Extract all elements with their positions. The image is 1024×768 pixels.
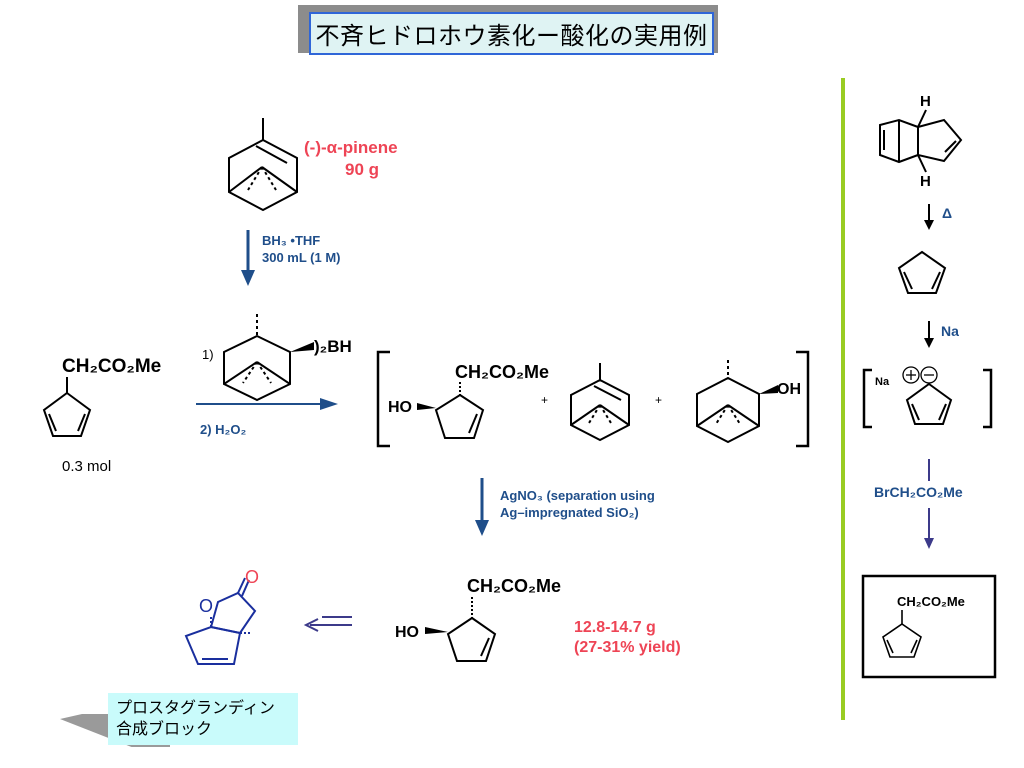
lactone-o-ring: O <box>199 596 213 616</box>
side-final-formula: CH₂CO₂Me <box>897 594 965 609</box>
na-cp-brackets <box>862 368 993 429</box>
label-line2: 合成ブロック <box>116 719 213 738</box>
mixture-plus-2: + <box>655 393 662 407</box>
product-yield: (27-31% yield) <box>574 639 681 656</box>
step3-line1: AgNO₃ (separation using <box>500 488 655 503</box>
pinene-amount: 90 g <box>345 160 379 179</box>
arrow-step1 <box>241 230 255 286</box>
side-na-reagent: Na <box>941 323 959 339</box>
final-product-box <box>861 574 997 679</box>
step3-line2: Ag–impregnated SiO₂) <box>500 505 639 520</box>
prostaglandin-label: プロスタグランディン 合成ブロック <box>108 693 298 745</box>
pinene-structure <box>228 118 298 212</box>
product-structure <box>425 597 497 662</box>
arrow-step2 <box>196 398 338 410</box>
step2-part1-tail: )₂BH <box>314 337 352 356</box>
mixture-plus-1: + <box>541 393 548 407</box>
label-line1: プロスタグランディン <box>116 698 275 717</box>
step1-amount: 300 mL (1 M) <box>262 250 341 265</box>
arrow-step3 <box>475 478 489 536</box>
product-ho: HO <box>395 624 419 641</box>
side-h-top: H <box>920 93 931 110</box>
side-h-bottom: H <box>920 173 931 190</box>
step1-reagent: BH₃ •THF <box>262 233 320 248</box>
mixture-isopinocampheol <box>696 360 778 444</box>
page-title: 不斉ヒドロホウ素化ー酸化の実用例 <box>309 12 714 55</box>
mixture-formula: CH₂CO₂Me <box>455 362 549 382</box>
mixture-ho: HO <box>388 399 412 416</box>
start-cyclopentadiene <box>42 377 92 437</box>
mixture-oh: OH <box>777 381 801 398</box>
mixture-pinene <box>570 363 630 442</box>
dicyclopentadiene-structure <box>879 109 963 173</box>
side-delta: Δ <box>942 205 952 221</box>
lactone-o-carbonyl: O <box>245 567 259 587</box>
step2-part2: 2) H₂O₂ <box>200 422 246 437</box>
pinene-name: (-)-α-pinene <box>304 138 398 157</box>
charge-symbols <box>902 366 938 384</box>
arrow-alkylation-bottom <box>924 508 934 549</box>
arrow-delta <box>924 204 934 230</box>
final-product-structure <box>882 610 922 658</box>
arrow-na <box>924 321 934 348</box>
cyclopentadiene-structure <box>897 250 947 294</box>
mixture-brackets <box>376 350 810 448</box>
cp-anion-structure <box>905 382 953 425</box>
side-alkylating: BrCH₂CO₂Me <box>874 484 963 500</box>
mixture-hydroxyester <box>417 382 485 439</box>
product-formula: CH₂CO₂Me <box>467 576 561 596</box>
step2-part1-num: 1) <box>202 347 214 362</box>
ipc2bh-structure <box>223 314 314 402</box>
side-na-salt: Na <box>875 376 890 388</box>
start-formula: CH₂CO₂Me <box>62 356 161 377</box>
retro-arrow <box>303 616 352 632</box>
product-mass: 12.8-14.7 g <box>574 619 656 636</box>
start-amount: 0.3 mol <box>62 458 111 475</box>
lactone-structure <box>184 577 257 665</box>
